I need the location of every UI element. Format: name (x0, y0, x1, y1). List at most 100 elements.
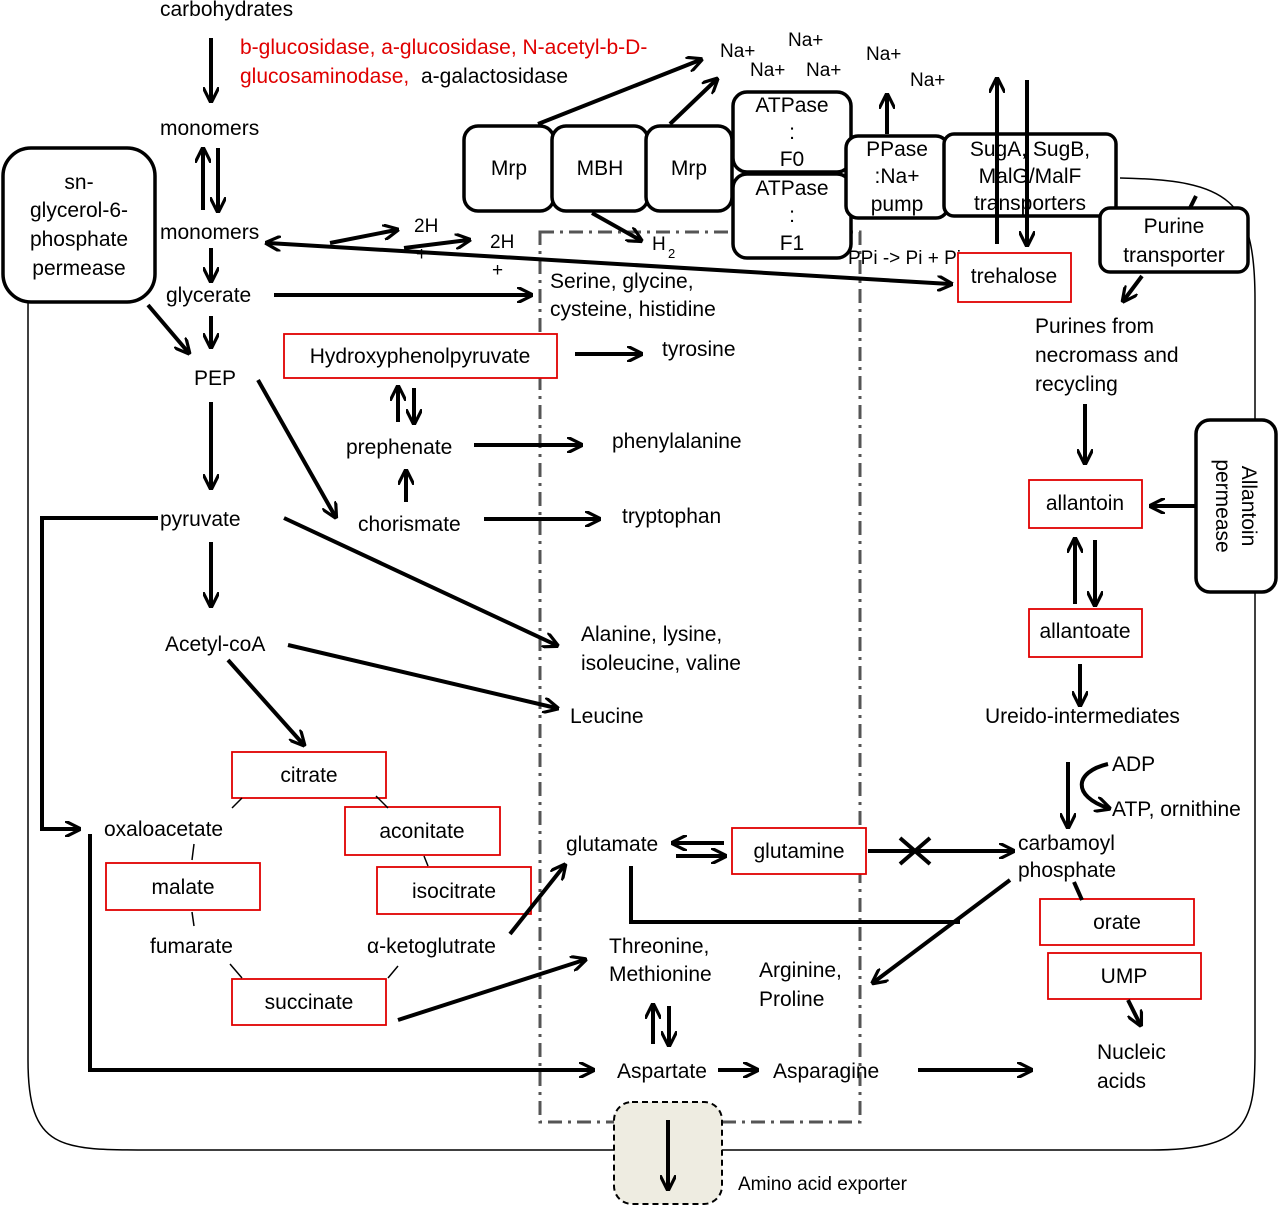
svg-text:PPase: PPase (866, 138, 928, 161)
svg-text:Ureido-intermediates: Ureido-intermediates (985, 705, 1180, 728)
svg-text:permease: permease (1211, 459, 1234, 552)
svg-text:tryptophan: tryptophan (622, 505, 721, 528)
ppase-na-pump: PPase :Na+ pump (844, 134, 950, 220)
carbohydrates-label: carbohydrates (160, 0, 293, 21)
svg-text:Hydroxyphenolpyruvate: Hydroxyphenolpyruvate (310, 345, 531, 368)
svg-text:Proline: Proline (759, 988, 824, 1011)
svg-text:F1: F1 (780, 232, 805, 255)
enzymes-red-1: b-glucosidase, a-glucosidase, N-acetyl-b… (240, 36, 647, 59)
svg-text:glycerate: glycerate (166, 284, 251, 307)
svg-text::: : (789, 204, 795, 227)
svg-text:H: H (652, 234, 666, 255)
svg-text:isocitrate: isocitrate (412, 880, 496, 903)
svg-text:glycerol-6-: glycerol-6- (30, 199, 128, 222)
svg-text:ATPase: ATPase (755, 94, 828, 117)
svg-text:Allantoin: Allantoin (1237, 466, 1260, 547)
svg-text:Mrp: Mrp (671, 157, 707, 180)
svg-text:orate: orate (1093, 911, 1141, 934)
svg-text:α-ketoglutrate: α-ketoglutrate (367, 935, 496, 958)
svg-text:UMP: UMP (1101, 965, 1148, 988)
svg-text:ATPase: ATPase (755, 177, 828, 200)
svg-text:Purine: Purine (1144, 215, 1205, 238)
atpase-f0: ATPase : F0 (731, 90, 853, 174)
sug-mal-transporters: SugA, SugB, MalG/MalF transporters (942, 132, 1118, 218)
svg-text:PPi -> Pi + Pi: PPi -> Pi + Pi (848, 248, 961, 269)
svg-text:fumarate: fumarate (150, 935, 233, 958)
svg-text:2: 2 (668, 246, 675, 261)
svg-text:Mrp: Mrp (491, 157, 527, 180)
svg-text:phenylalanine: phenylalanine (612, 430, 742, 453)
svg-text:carbamoyl: carbamoyl (1018, 832, 1115, 855)
svg-text:SugA, SugB,: SugA, SugB, (970, 138, 1090, 161)
svg-text:Serine, glycine,: Serine, glycine, (550, 270, 694, 293)
mbh-complex: MBH (550, 124, 650, 213)
svg-text:trehalose: trehalose (971, 265, 1057, 288)
svg-text:ADP: ADP (1112, 753, 1155, 776)
svg-text:Aspartate: Aspartate (617, 1060, 707, 1083)
svg-text:phosphate: phosphate (1018, 859, 1116, 882)
svg-text:cysteine, histidine: cysteine, histidine (550, 298, 716, 321)
purine-transporter: Purine transporter (1098, 206, 1250, 274)
svg-text::: : (789, 121, 795, 144)
svg-text:transporters: transporters (974, 192, 1086, 215)
svg-text:PEP: PEP (194, 367, 236, 390)
svg-text:isoleucine, valine: isoleucine, valine (581, 652, 741, 675)
svg-text:Arginine,: Arginine, (759, 959, 842, 982)
svg-text:allantoin: allantoin (1046, 492, 1124, 515)
atpase-f1: ATPase : F1 (731, 172, 853, 260)
svg-text:Purines from: Purines from (1035, 315, 1154, 338)
svg-text:Methionine: Methionine (609, 963, 712, 986)
svg-text:recycling: recycling (1035, 373, 1118, 396)
mrp-transporter-2: Mrp (644, 124, 734, 213)
svg-text:transporter: transporter (1123, 244, 1225, 267)
pathway-arrows (40, 38, 1198, 1070)
amino-acid-labels: Serine, glycine, cysteine, histidine tyr… (550, 270, 879, 1083)
monomers-out-label: monomers (160, 117, 259, 140)
svg-text:monomers: monomers (160, 221, 259, 244)
svg-text:Na+: Na+ (750, 60, 785, 81)
svg-text:Threonine,: Threonine, (609, 935, 709, 958)
svg-text:ATP, ornithine: ATP, ornithine (1112, 798, 1241, 821)
svg-text:2H: 2H (490, 232, 514, 253)
svg-text:aconitate: aconitate (379, 820, 464, 843)
svg-text:sn-: sn- (64, 171, 93, 194)
svg-text:Leucine: Leucine (570, 705, 644, 728)
svg-text:Na+: Na+ (866, 44, 901, 65)
svg-text:phosphate: phosphate (30, 228, 128, 251)
svg-text:+: + (492, 260, 503, 281)
svg-text:2H: 2H (414, 216, 438, 237)
svg-text:Amino acid exporter: Amino acid exporter (738, 1174, 908, 1195)
svg-text:Alanine, lysine,: Alanine, lysine, (581, 623, 722, 646)
svg-text::Na+: :Na+ (875, 165, 920, 188)
svg-text:malate: malate (151, 876, 214, 899)
svg-text:glutamine: glutamine (753, 840, 844, 863)
svg-text:allantoate: allantoate (1039, 620, 1130, 643)
svg-text:chorismate: chorismate (358, 513, 461, 536)
svg-text:MalG/MalF: MalG/MalF (979, 165, 1082, 188)
svg-text:Na+: Na+ (806, 60, 841, 81)
amino-acid-exporter: Amino acid exporter (613, 1101, 908, 1205)
svg-text:glutamate: glutamate (566, 833, 658, 856)
svg-text:acids: acids (1097, 1070, 1146, 1093)
svg-text:MBH: MBH (577, 157, 624, 180)
svg-text:pyruvate: pyruvate (160, 508, 241, 531)
svg-text:Na+: Na+ (910, 70, 945, 91)
svg-text:Nucleic: Nucleic (1097, 1041, 1166, 1064)
red-boxed-metabolites: Hydroxyphenolpyruvate citrate aconitate … (105, 252, 1202, 1026)
metabolite-labels: monomers glycerate PEP pyruvate Acetyl-c… (104, 221, 1241, 1093)
svg-text:prephenate: prephenate (346, 436, 452, 459)
svg-text:F0: F0 (780, 148, 805, 171)
mrp-transporter-1: Mrp (462, 124, 556, 213)
sn-glycerol-permease: sn- glycerol-6- phosphate permease (1, 146, 157, 304)
svg-text:Acetyl-coA: Acetyl-coA (165, 633, 265, 656)
svg-text:Asparagine: Asparagine (773, 1060, 879, 1083)
svg-text:tyrosine: tyrosine (662, 338, 736, 361)
enzymes-black: a-galactosidase (421, 65, 568, 88)
svg-text:pump: pump (871, 193, 924, 216)
svg-text:permease: permease (32, 257, 125, 280)
svg-text:Na+: Na+ (788, 30, 823, 51)
svg-text:succinate: succinate (265, 991, 354, 1014)
enzymes-red-2: glucosaminodase, (240, 65, 409, 88)
svg-text:citrate: citrate (280, 764, 337, 787)
